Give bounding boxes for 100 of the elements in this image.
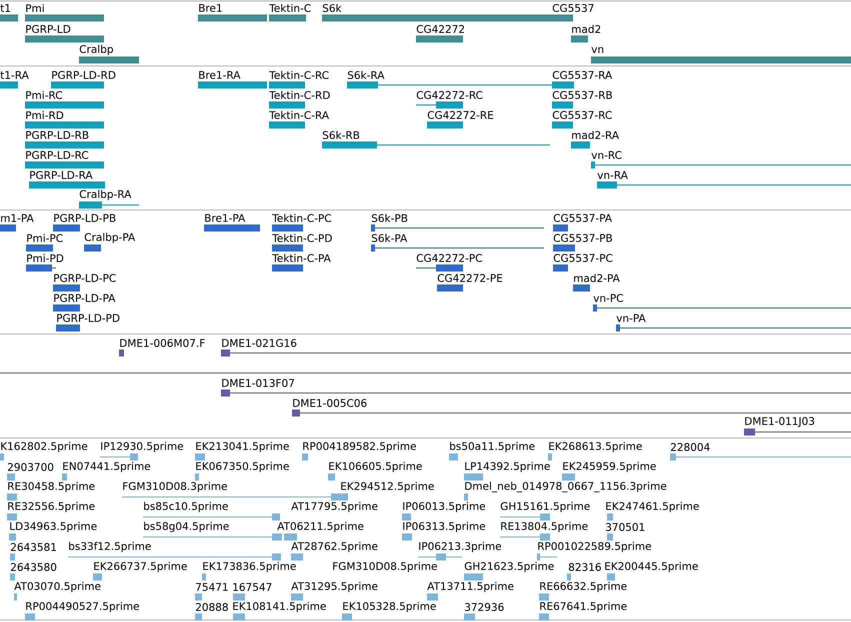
feature-label: PGRP-LD-PA <box>54 294 116 302</box>
feature-label: PGRP-LD-PC <box>54 274 116 282</box>
feature-label: FGM310D08.5prime <box>333 562 437 572</box>
feature-label: AT31295.5prime <box>291 582 378 592</box>
feature-label: EN07441.5prime <box>63 462 150 472</box>
feature-label: Tektin-C-PC <box>272 214 332 222</box>
feature-label: RP004490527.5prime <box>26 602 139 612</box>
feature-label: EK067350.5prime <box>196 462 289 472</box>
feature-label: IP12930.5prime <box>101 442 184 452</box>
feature-label: RE13804.5prime <box>501 522 588 532</box>
feature-label: EK200445.5prime <box>605 562 698 572</box>
feature-label: CG5537 <box>552 4 594 12</box>
feature-label: EK213041.5prime <box>196 442 289 452</box>
feature-label: EK294512.5prime <box>341 482 434 492</box>
feature-label: Cralbp <box>80 44 113 56</box>
feature-label: Pmi-PC <box>27 234 63 242</box>
feature-label: AT03070.5prime <box>14 582 100 592</box>
feature-label: Tektin-C-RD <box>269 90 330 100</box>
feature-label: PGRP-LD-PB <box>54 214 116 222</box>
feature-label: EK108141.5prime <box>233 602 326 612</box>
feature-label: vn <box>592 47 604 53</box>
feature-label: bs85c10.5prime <box>144 502 228 512</box>
feature-label: PGRP-LD-RA <box>30 171 93 179</box>
feature-label: RE30458.5prime <box>8 482 95 492</box>
feature-label: Tektin-C-RA <box>269 110 329 120</box>
feature-label: RE67641.5prime <box>540 602 627 612</box>
feature-label: bs58g04.5prime <box>144 522 229 532</box>
feature-label: IP06213.3prime <box>419 542 502 552</box>
feature-label: Pmi-PD <box>27 254 64 262</box>
feature-label: FGM310D08.3prime <box>123 482 227 492</box>
feature-label: S6k <box>322 4 342 12</box>
feature-label: AT17795.5prime <box>291 502 378 512</box>
feature-label: Cralbp-RA <box>80 190 132 200</box>
feature-label: EK247461.5prime <box>606 502 699 512</box>
feature-label: Bre1-RA <box>199 71 240 79</box>
feature-label: GH21623.5prime <box>464 562 554 572</box>
feature-label: RE32556.5prime <box>8 502 95 512</box>
feature-label: Tektin-C-PD <box>272 234 332 242</box>
feature-label: S6k-PB <box>372 214 408 222</box>
feature-label: PGRP-LD-PD <box>57 314 120 322</box>
feature-label: Pmi-RD <box>26 111 64 119</box>
feature-label: Tektin-C <box>269 4 311 12</box>
feature-label: vn-PC <box>594 294 623 302</box>
feature-label: PGRP-LD-RC <box>26 151 88 159</box>
feature-label: AT28762.5prime <box>291 542 378 552</box>
feature-label: mad2-RA <box>572 130 619 140</box>
feature-label: S6k-RB <box>322 130 360 140</box>
feature-label: RP001022589.5prime <box>538 542 651 552</box>
feature-label: IP06013.5prime <box>403 502 486 512</box>
feature-label: CG5537-RB <box>552 91 612 99</box>
feature-label: t1-RA <box>0 71 29 79</box>
feature-label: Pmi-RC <box>26 90 62 100</box>
feature-label: 20888 <box>196 603 228 611</box>
feature-label: vn-RC <box>592 151 622 159</box>
feature-label: 228004 <box>670 443 710 451</box>
feature-label: 82316 <box>568 563 601 571</box>
feature-label: EK105328.5prime <box>343 602 436 612</box>
feature-label: RP004189582.5prime <box>303 442 416 452</box>
feature-label: CG5537-PA <box>554 214 612 222</box>
feature-label: S6k-RA <box>348 70 384 80</box>
feature-label: LP14392.5prime <box>465 462 550 472</box>
feature-label: 2643581 <box>10 543 56 551</box>
feature-label: mad2 <box>572 24 600 34</box>
feature-label: CG5537-PC <box>554 254 612 262</box>
feature-label: 372936 <box>465 603 504 611</box>
feature-label: CG42272-PC <box>416 254 482 262</box>
feature-label: EK266737.5prime <box>94 562 187 572</box>
feature-label: PGRP-LD-RD <box>52 71 116 79</box>
feature-label: DME1-013F07 <box>222 379 294 387</box>
feature-label: PGRP-LD <box>26 25 70 33</box>
feature-label: IP06313.5prime <box>403 522 486 532</box>
feature-label: RE66632.5prime <box>540 582 627 592</box>
feature-label: mad2-PA <box>574 274 620 282</box>
feature-label: vn-RA <box>598 171 628 179</box>
feature-label: CG5537-RA <box>552 71 612 79</box>
feature-label: EK245959.5prime <box>563 462 656 472</box>
feature-label: EK106605.5prime <box>329 462 422 472</box>
feature-label: AT13711.5prime <box>427 582 514 592</box>
feature-label: Tektin-C-RC <box>269 70 329 80</box>
feature-label: GH15161.5prime <box>500 502 590 512</box>
feature-label: K162802.5prime <box>1 442 88 452</box>
feature-label: Tektin-C-PA <box>272 254 331 262</box>
feature-label: EK173836.5prime <box>203 562 296 572</box>
feature-label: bs33f12.5prime <box>69 542 151 552</box>
feature-label: 370501 <box>606 523 644 531</box>
feature-label: 2643580 <box>10 563 56 571</box>
feature-label: DME1-021G16 <box>222 339 296 347</box>
feature-label: DME1-006M07.F <box>120 339 205 347</box>
feature-label: CG42272 <box>416 25 464 33</box>
feature-label: CG42272-PE <box>438 274 502 282</box>
feature-label: bs50a11.5prime <box>450 442 535 452</box>
feature-label: Cralbp-PA <box>84 232 136 244</box>
feature-label: Dmel_neb_014978_0667_1156.3prime <box>465 482 666 492</box>
feature-label: CG5537-RC <box>552 111 612 119</box>
feature-label: DME1-011J03 <box>745 417 814 427</box>
feature-label: Bre1 <box>199 4 222 12</box>
feature-label: vn-PA <box>616 314 646 322</box>
feature-label: 167547 <box>233 583 272 591</box>
feature-label: EK268613.5prime <box>549 442 642 452</box>
feature-label: 75471 <box>196 583 228 591</box>
